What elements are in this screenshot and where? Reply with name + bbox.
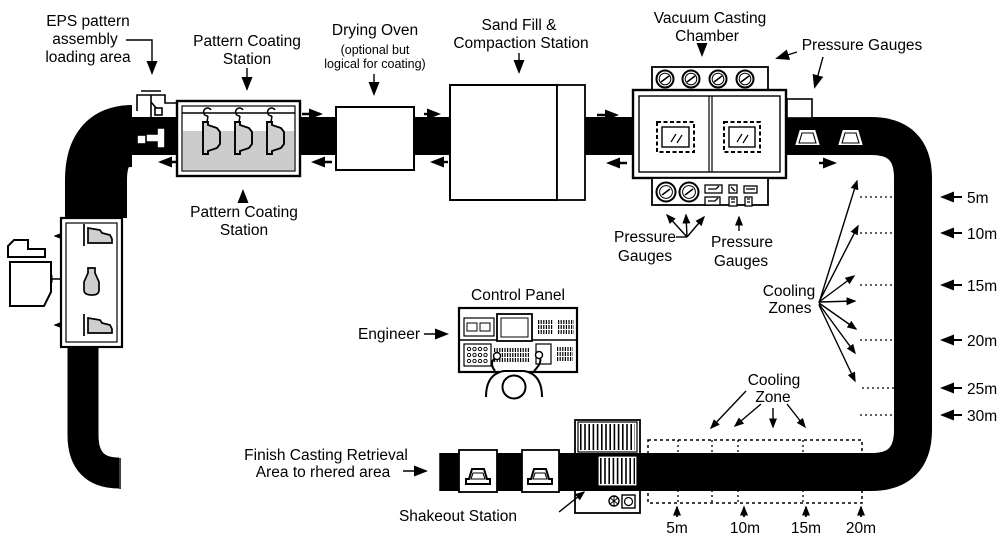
chamber-window — [656, 121, 695, 153]
pattern-coating-bottom-label: Pattern Coating — [190, 204, 298, 221]
right-distance-mark: 20m — [967, 333, 997, 350]
shakeout-station — [574, 419, 641, 514]
cooling-zones-label: Cooling — [763, 283, 816, 300]
retrieval-casting-box — [458, 449, 498, 493]
right-distance-mark: 25m — [967, 381, 997, 398]
pressure-gauges-left-label: Pressure — [614, 229, 676, 246]
cooling-zone-bottom-label: Cooling — [748, 372, 801, 389]
bottom-distance-mark: 10m — [730, 520, 760, 537]
right-distance-mark: 5m — [967, 190, 989, 207]
cooling-zones-fan-arrows — [818, 179, 859, 383]
shakeout-label: Shakeout Station — [399, 508, 517, 525]
mold-flask-icon — [834, 128, 867, 152]
indicator-lights — [704, 184, 758, 207]
collection-bin — [7, 239, 52, 307]
pressure-gauges-right-label: Pressure — [711, 234, 773, 251]
bottom-distance-mark: 20m — [846, 520, 876, 537]
cooling-zone-bottom-label: Zone — [755, 389, 790, 406]
eps-loading-mechanism — [136, 90, 178, 149]
chamber-window — [723, 121, 761, 153]
sand-fill-label: Sand Fill & — [482, 17, 558, 34]
drying-oven-label: Drying Oven — [332, 22, 418, 39]
eps-loading-station — [7, 216, 124, 349]
right-distance-mark: 30m — [967, 408, 997, 425]
control-panel — [457, 306, 579, 374]
cooling-distance-dotted-lines — [860, 196, 931, 416]
pressure-gauges-top-label: Pressure Gauges — [802, 37, 923, 54]
finish-retrieval-label: Area to rhered area — [256, 464, 391, 481]
eps-pattern-item — [83, 314, 113, 336]
eps-loading-label: EPS pattern — [46, 13, 130, 30]
vacuum-chamber-label: Chamber — [675, 28, 739, 45]
drying-oven — [335, 106, 415, 171]
conveyor-loop — [65, 105, 932, 491]
pressure-gauge-icon — [655, 69, 755, 89]
drying-oven-note: (optional but — [341, 43, 410, 57]
hanging-pattern — [234, 107, 253, 155]
bottom-cooling-zone — [647, 439, 865, 517]
sand-fill-compaction-station — [449, 84, 586, 201]
side-pressure-gauge-box — [786, 98, 813, 119]
hanging-pattern — [266, 107, 285, 155]
pattern-coating-bottom-label: Station — [220, 222, 268, 239]
right-distance-mark: 10m — [967, 226, 997, 243]
cooling-distance-arrows — [940, 191, 962, 421]
finish-retrieval-label: Finish Casting Retrieval — [244, 447, 408, 464]
vacuum-casting-chamber — [631, 66, 813, 207]
drying-oven-note: logical for coating) — [324, 57, 425, 71]
pattern-coating-top-label: Station — [223, 51, 271, 68]
control-panel-label: Control Panel — [471, 287, 565, 304]
eps-loading-label: assembly — [52, 31, 118, 48]
eps-pattern-item — [83, 224, 113, 246]
retrieval-casting-box — [521, 449, 560, 493]
pressure-gauges-left-label: Gauges — [618, 248, 673, 265]
label-arrows — [126, 39, 824, 477]
bottom-distance-mark: 5m — [666, 520, 688, 537]
engineer-figure — [485, 350, 544, 400]
cooling-zones-label: Zones — [768, 300, 811, 317]
eps-loading-label: loading area — [45, 49, 131, 66]
mold-flask-icon — [791, 128, 824, 152]
engineer-head — [501, 374, 527, 400]
pattern-coating-top-label: Pattern Coating — [193, 33, 301, 50]
vacuum-chamber-label: Vacuum Casting — [654, 10, 767, 27]
pressure-gauge-icon — [655, 181, 700, 203]
hanging-pattern — [202, 107, 221, 155]
right-distance-mark: 15m — [967, 278, 997, 295]
shakeout-motor-icons — [608, 494, 636, 509]
bottom-distance-mark: 15m — [791, 520, 821, 537]
label-arrows-small — [558, 213, 806, 513]
button-grid — [466, 346, 488, 364]
pressure-gauges-right-label: Gauges — [714, 253, 769, 270]
sprue-item — [83, 267, 100, 296]
engineer-label: Engineer — [358, 326, 420, 343]
pattern-coating-station — [175, 99, 302, 178]
sand-fill-label: Compaction Station — [453, 35, 588, 52]
